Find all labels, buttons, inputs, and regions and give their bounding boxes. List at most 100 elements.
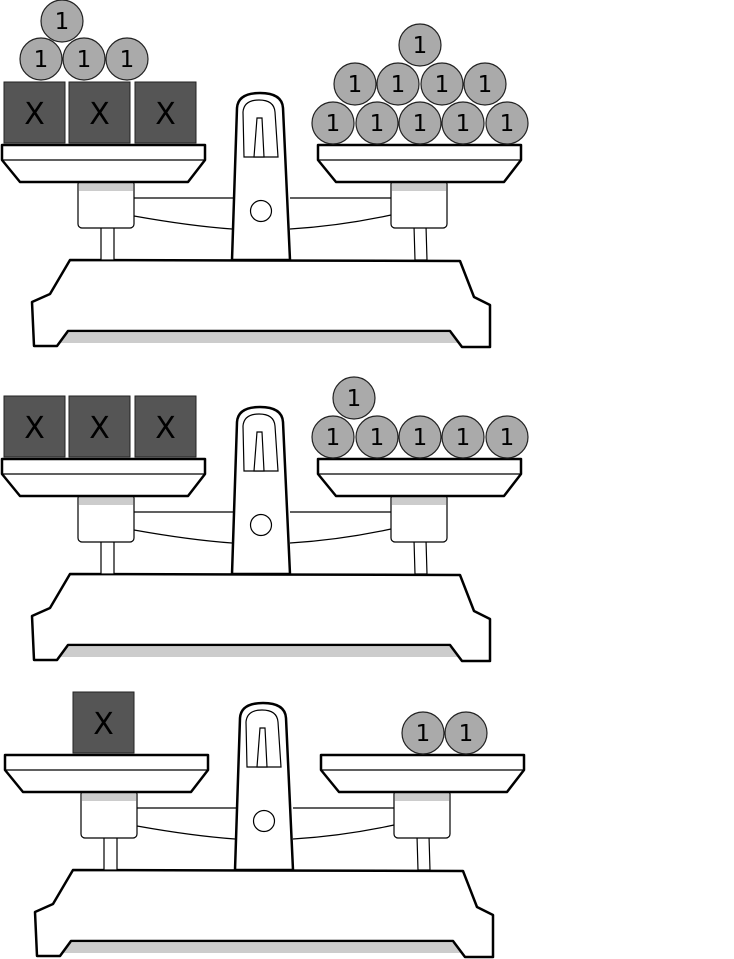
x-box-shape: [3, 81, 66, 144]
right-unit-coin: 1: [398, 23, 442, 67]
coin-shape: [398, 415, 442, 459]
coin-label: 1: [326, 111, 341, 137]
x-box-label: X: [155, 411, 176, 446]
pointer-needle: [256, 727, 268, 768]
left-pan: [0, 457, 207, 498]
coin-shape: [62, 37, 106, 81]
right-pan: [319, 753, 526, 794]
coin-label: 1: [370, 425, 385, 451]
coin-label: 1: [370, 111, 385, 137]
x-weight-box: X: [3, 395, 66, 458]
left-unit-coin: 1: [40, 0, 84, 43]
x-box-label: X: [93, 707, 114, 742]
coin-label: 1: [413, 111, 428, 137]
coin-shape: [463, 62, 507, 106]
coin-shape: [444, 711, 488, 755]
x-weight-box: X: [68, 395, 131, 458]
coin-shape: [398, 23, 442, 67]
x-weight-box: X: [68, 81, 131, 144]
coin-shape: [355, 101, 399, 145]
right-post: [416, 835, 431, 871]
right-pan-holder-band: [392, 182, 446, 191]
x-box-label: X: [24, 411, 45, 446]
left-pan: [3, 753, 210, 794]
right-pan: [316, 457, 523, 498]
right-unit-coin: 1: [441, 415, 485, 459]
x-box-label: X: [89, 97, 110, 132]
coin-shape: [441, 415, 485, 459]
coin-shape: [332, 376, 376, 420]
right-pan-holder-band: [395, 792, 449, 801]
coin-shape: [19, 37, 63, 81]
coin-shape: [485, 101, 529, 145]
coin-shape: [485, 415, 529, 459]
left-pan-holder-band: [79, 496, 133, 505]
scale-beam: [133, 197, 392, 230]
right-unit-coin: 1: [401, 711, 445, 755]
x-weight-box: X: [3, 81, 66, 144]
x-box-label: X: [89, 411, 110, 446]
coin-label: 1: [348, 72, 363, 98]
scale-beam: [133, 511, 392, 544]
right-unit-coin: 1: [420, 62, 464, 106]
x-box-shape: [68, 395, 131, 458]
left-post: [103, 835, 118, 871]
x-box-label: X: [24, 97, 45, 132]
coin-shape: [420, 62, 464, 106]
right-pan-holder-band: [392, 496, 446, 505]
coin-shape: [311, 101, 355, 145]
x-box-label: X: [155, 97, 176, 132]
pivot-circle: [249, 513, 273, 537]
left-pan-holder-band: [82, 792, 136, 801]
scale-base: [30, 258, 492, 349]
right-unit-coin: 1: [311, 415, 355, 459]
coin-label: 1: [413, 425, 428, 451]
left-pan-holder-band: [79, 182, 133, 191]
right-unit-coin: 1: [463, 62, 507, 106]
coin-label: 1: [456, 111, 471, 137]
coin-shape: [401, 711, 445, 755]
left-post: [100, 539, 115, 575]
base-shadow: [60, 647, 459, 657]
right-unit-coin: 1: [441, 101, 485, 145]
coin-shape: [441, 101, 485, 145]
coin-shape: [398, 101, 442, 145]
base-shadow: [63, 943, 462, 953]
pointer-needle: [253, 431, 265, 472]
coin-shape: [333, 62, 377, 106]
coin-shape: [40, 0, 84, 43]
coin-shape: [376, 62, 420, 106]
base-shadow: [60, 333, 459, 343]
left-unit-coin: 1: [62, 37, 106, 81]
coin-shape: [105, 37, 149, 81]
right-unit-coin: 1: [485, 101, 529, 145]
scale-base: [30, 572, 492, 663]
x-box-shape: [134, 81, 197, 144]
x-box-shape: [134, 395, 197, 458]
x-weight-box: X: [72, 691, 135, 754]
pivot-circle: [249, 199, 273, 223]
right-unit-coin: 1: [355, 415, 399, 459]
scale-beam: [136, 807, 395, 840]
pointer-needle: [253, 117, 265, 158]
coin-label: 1: [500, 111, 515, 137]
coin-label: 1: [416, 721, 431, 747]
coin-label: 1: [413, 33, 428, 59]
coin-label: 1: [77, 47, 92, 73]
right-unit-coin: 1: [398, 415, 442, 459]
right-unit-coin: 1: [376, 62, 420, 106]
coin-label: 1: [391, 72, 406, 98]
coin-label: 1: [34, 47, 49, 73]
x-box-shape: [68, 81, 131, 144]
left-pan: [0, 143, 207, 184]
coin-label: 1: [500, 425, 515, 451]
right-post: [413, 539, 428, 575]
right-unit-coin: 1: [333, 62, 377, 106]
coin-label: 1: [55, 9, 70, 35]
x-box-shape: [3, 395, 66, 458]
right-unit-coin: 1: [332, 376, 376, 420]
right-post: [413, 225, 428, 261]
